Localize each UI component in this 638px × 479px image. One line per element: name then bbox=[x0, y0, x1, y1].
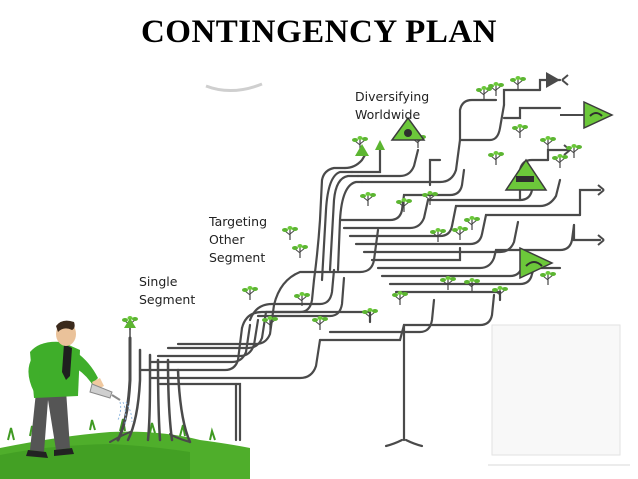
gardener-figure bbox=[26, 320, 104, 458]
triangle-sign-icon bbox=[390, 116, 426, 141]
arrow-sign-icon bbox=[560, 100, 614, 130]
watering-can-icon bbox=[89, 383, 133, 425]
arrow-sign-icon bbox=[519, 246, 554, 280]
stage-label-line: Segment bbox=[139, 292, 196, 307]
stage-label-line: Diversifying bbox=[355, 89, 430, 104]
stage-label-line: Targeting bbox=[209, 214, 268, 229]
stage-label-line: Segment bbox=[209, 250, 266, 265]
arrow-heads bbox=[561, 74, 605, 246]
stage-label-line: Other bbox=[209, 232, 245, 247]
stage-label-diversifying-worldwide: Diversifying Worldwide bbox=[355, 88, 445, 124]
triangle-sign-icon bbox=[504, 158, 548, 191]
growth-arrow-icons bbox=[124, 140, 385, 328]
stage-label-targeting-other-segment: Targeting Other Segment bbox=[209, 213, 289, 267]
stage-label-single-segment: Single Segment bbox=[139, 273, 209, 309]
stage-label-line: Single bbox=[139, 274, 178, 289]
slide-title: CONTINGENCY PLAN bbox=[140, 14, 498, 50]
stage-label-line: Worldwide bbox=[355, 107, 421, 122]
